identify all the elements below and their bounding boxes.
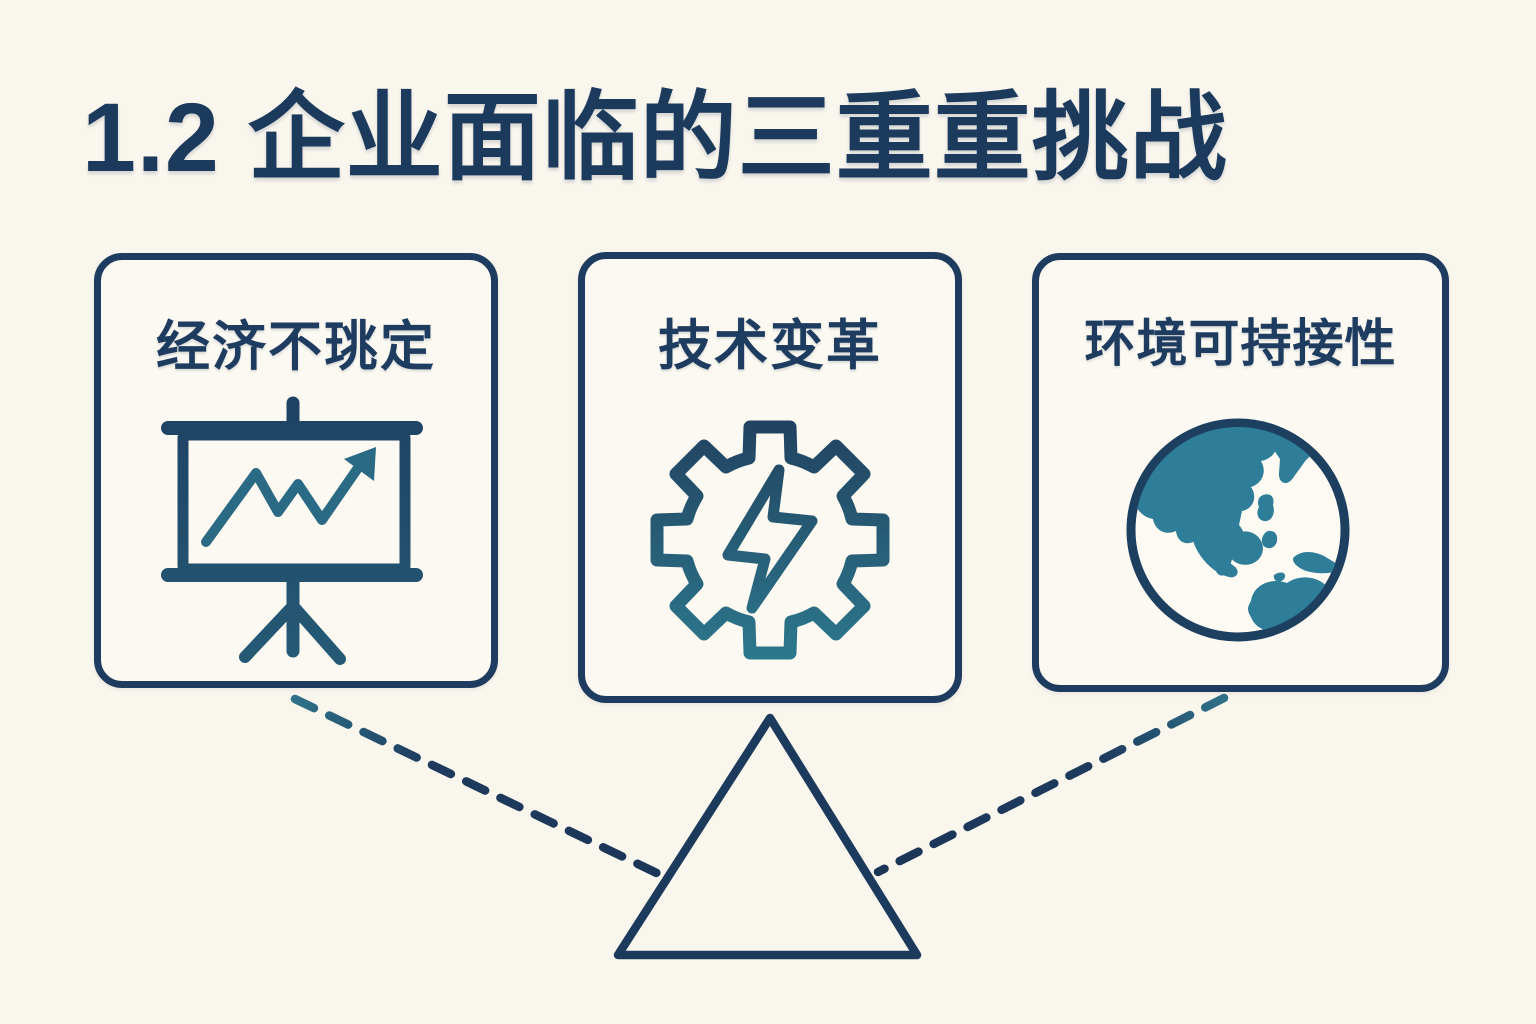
card-economic-icon-area bbox=[101, 381, 491, 681]
dashed-connector-left bbox=[290, 694, 672, 883]
page-title: 1.2 企业面临的三重重挑战 bbox=[82, 83, 1228, 192]
presentation-growth-chart-icon bbox=[161, 396, 423, 665]
gear-lightning-icon bbox=[650, 420, 890, 660]
globe-asia-icon bbox=[1126, 418, 1349, 641]
card-environment-label: 环境可持接性 bbox=[1084, 315, 1397, 372]
card-economic-uncertainty: 经济不珧定 bbox=[94, 253, 498, 688]
card-economic-label: 经济不珧定 bbox=[156, 317, 436, 377]
card-technological-change: 技术变革 bbox=[578, 252, 962, 703]
card-environmental-sustainability: 环境可持接性 bbox=[1032, 253, 1449, 692]
dashed-connector-right bbox=[873, 693, 1229, 877]
card-technology-icon-area bbox=[585, 380, 955, 696]
card-technology-label: 技术变革 bbox=[658, 316, 882, 376]
fulcrum-triangle bbox=[613, 713, 922, 960]
card-environment-icon-area bbox=[1039, 376, 1442, 685]
